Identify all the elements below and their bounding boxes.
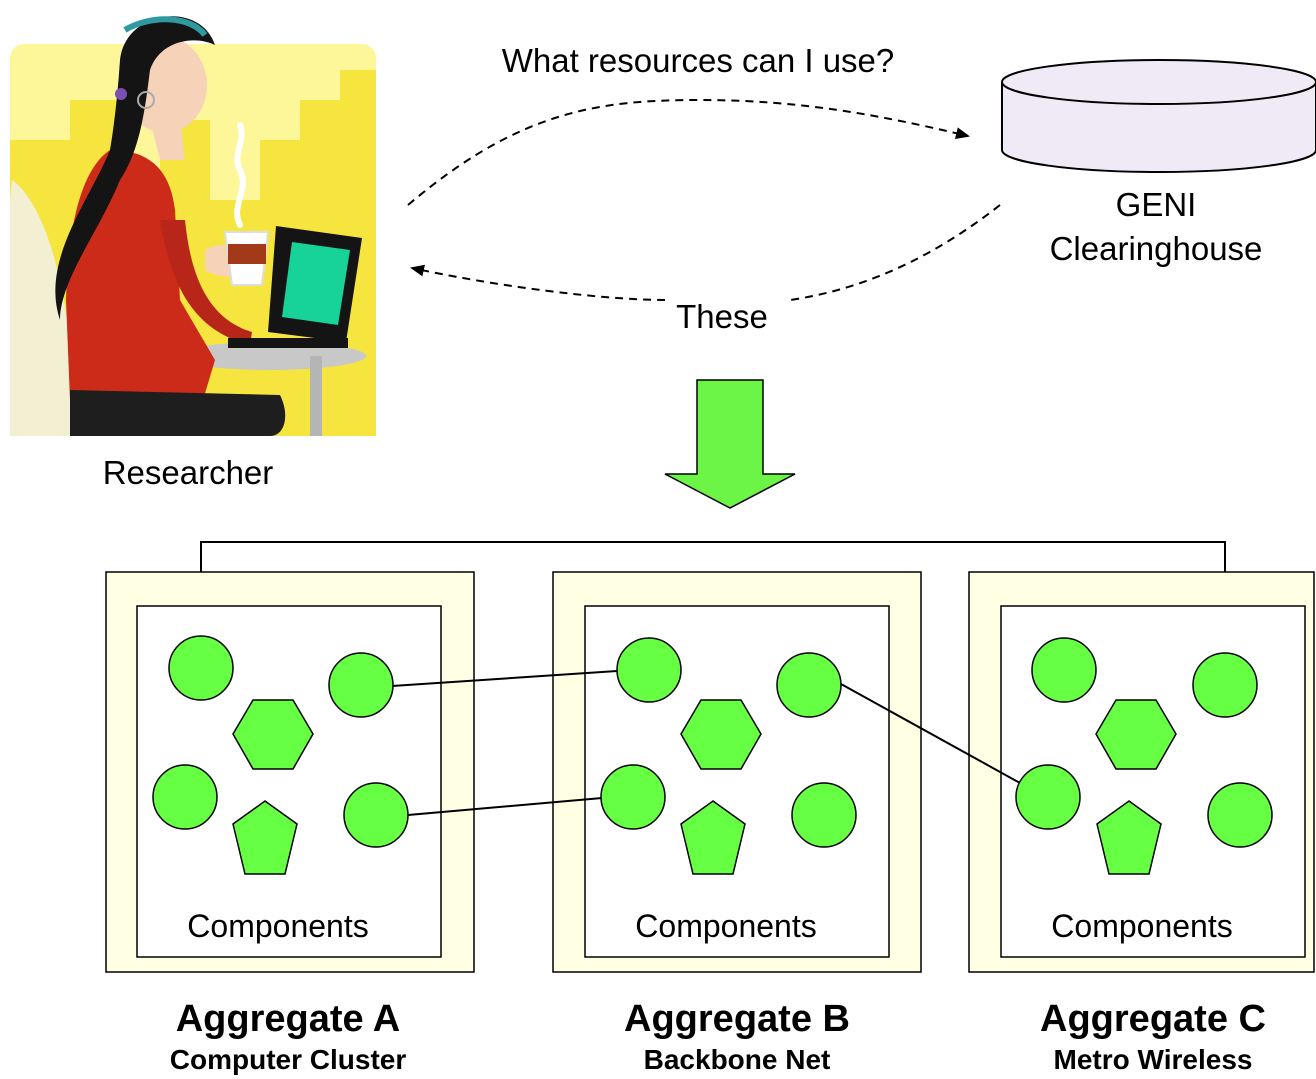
node-circle [791, 782, 857, 848]
aggregate-b-subtitle: Backbone Net [644, 1044, 831, 1075]
aggregate-c-title: Aggregate C [1040, 998, 1266, 1040]
aggregate-a-title: Aggregate A [176, 998, 401, 1040]
answer-text: These [676, 298, 768, 335]
database-icon [1001, 59, 1316, 173]
laptop-base [228, 338, 348, 348]
cup-sleeve [228, 244, 266, 264]
node-circle [1192, 652, 1258, 718]
headband [123, 16, 208, 38]
node-pentagon [680, 800, 746, 875]
researcher-label: Researcher [103, 454, 274, 491]
down-arrow-icon [664, 379, 796, 509]
link-b-to-c [840, 683, 1021, 784]
aggregate-c-components-label: Components [1051, 908, 1232, 944]
aggregate-a-components-label: Components [187, 908, 368, 944]
earring-icon [137, 91, 155, 109]
laptop-screen [282, 242, 350, 325]
clearinghouse-label-line1: GENI [1116, 186, 1197, 223]
node-circle [1207, 782, 1273, 848]
question-text: What resources can I use? [502, 42, 895, 79]
hair-tie [115, 88, 127, 100]
aggregate-b-components-label: Components [635, 908, 816, 944]
node-circle [328, 652, 394, 718]
aggregate-a-subtitle: Computer Cluster [170, 1044, 407, 1075]
node-circle [152, 764, 218, 830]
chair [10, 180, 70, 436]
aggregate-c-subtitle: Metro Wireless [1054, 1044, 1253, 1075]
node-circle [600, 764, 666, 830]
node-pentagon [232, 800, 298, 875]
node-circle [168, 635, 234, 701]
response-arrow-upper [789, 204, 1001, 301]
aggregate-b [552, 571, 922, 973]
link-a-to-b-lower [407, 797, 603, 816]
steam [234, 122, 246, 228]
node-circle [776, 652, 842, 718]
aggregate-b-title: Aggregate B [624, 998, 850, 1040]
node-circle [616, 637, 682, 703]
request-arrow [407, 98, 970, 206]
response-arrow-lower [410, 264, 666, 301]
node-pentagon [1096, 800, 1162, 875]
node-circle [1015, 764, 1081, 830]
aggregate-c [968, 571, 1315, 973]
node-circle [343, 782, 409, 848]
node-circle [1031, 637, 1097, 703]
table-leg [310, 356, 322, 436]
neck [150, 120, 185, 160]
trousers [70, 390, 286, 436]
hair [55, 16, 215, 321]
arm [160, 220, 252, 345]
node-hexagon [680, 699, 762, 770]
clearinghouse-label-line2: Clearinghouse [1050, 230, 1263, 267]
researcher-illustration [10, 16, 376, 436]
node-hexagon [1095, 699, 1177, 770]
link-a-to-b-upper [391, 670, 618, 687]
node-hexagon [232, 699, 314, 770]
